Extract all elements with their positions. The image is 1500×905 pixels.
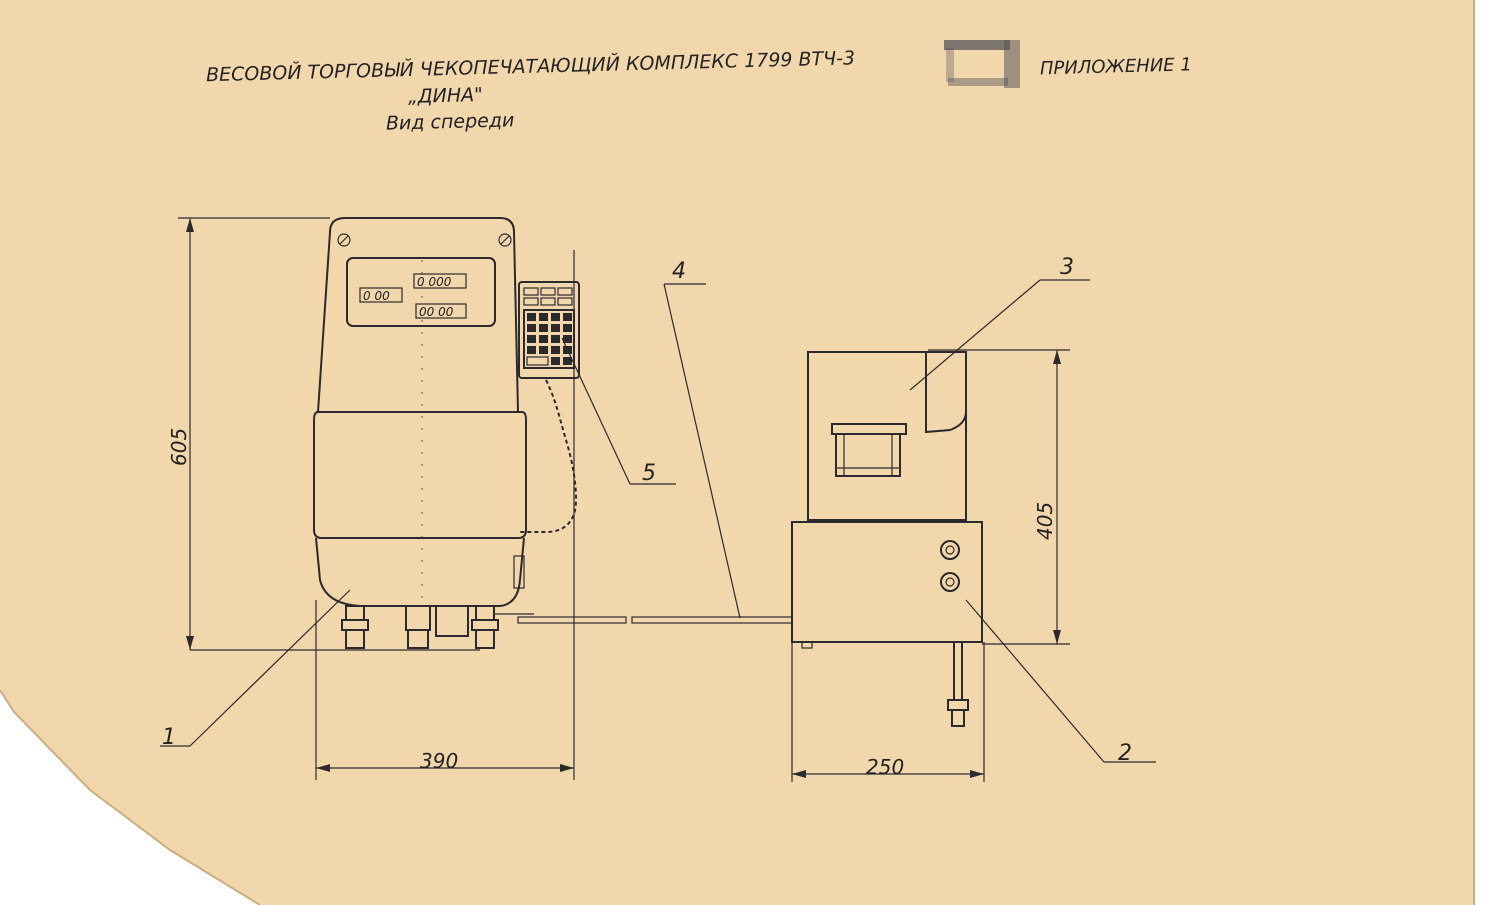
callout-label-5: 5 bbox=[642, 461, 656, 486]
dimension-label-height-printer: 405 bbox=[1033, 502, 1057, 540]
callout-label-4: 4 bbox=[672, 259, 686, 284]
display-readout-left: 0 00 bbox=[363, 289, 390, 303]
display-segment bbox=[413, 273, 467, 289]
callout-label-3: 3 bbox=[1060, 255, 1074, 280]
folded-corner bbox=[0, 690, 260, 905]
dimension-label-height-scale: 605 bbox=[167, 428, 191, 466]
device-name: „ДИНА" bbox=[408, 84, 483, 108]
callout-leader-2 bbox=[965, 599, 1156, 763]
folded-corner-edge bbox=[0, 689, 261, 905]
coiled-cord bbox=[520, 379, 578, 533]
callout-label-2: 2 bbox=[1118, 741, 1132, 766]
view-label: Вид спереди bbox=[386, 109, 515, 134]
dimension-width-scale bbox=[315, 250, 575, 780]
dimension-label-width-scale: 390 bbox=[420, 749, 458, 773]
display-window bbox=[346, 257, 496, 327]
scale-unit: 0 00 0 000 00 00 bbox=[313, 217, 534, 649]
callout-label-1: 1 bbox=[162, 725, 176, 750]
callout-leader-4 bbox=[663, 283, 741, 619]
callout-leader-5 bbox=[561, 337, 676, 485]
printer-unit bbox=[791, 351, 983, 727]
stamp-mark bbox=[944, 40, 1020, 88]
display-segment bbox=[359, 287, 403, 303]
display-readout-bottom: 00 00 bbox=[419, 305, 454, 319]
display-readout-top: 0 000 bbox=[417, 275, 452, 289]
dimension-height-scale bbox=[178, 217, 480, 651]
appendix-label: ПРИЛОЖЕНИЕ 1 bbox=[1040, 54, 1192, 79]
callout-leader-1 bbox=[160, 589, 351, 747]
dimension-label-width-printer: 250 bbox=[866, 755, 904, 779]
paper-right-edge bbox=[1474, 0, 1500, 905]
dimension-width-printer bbox=[791, 642, 985, 782]
callout-leader-3 bbox=[909, 279, 1090, 391]
display-segment bbox=[415, 303, 467, 319]
dimension-height-printer bbox=[928, 349, 1070, 645]
